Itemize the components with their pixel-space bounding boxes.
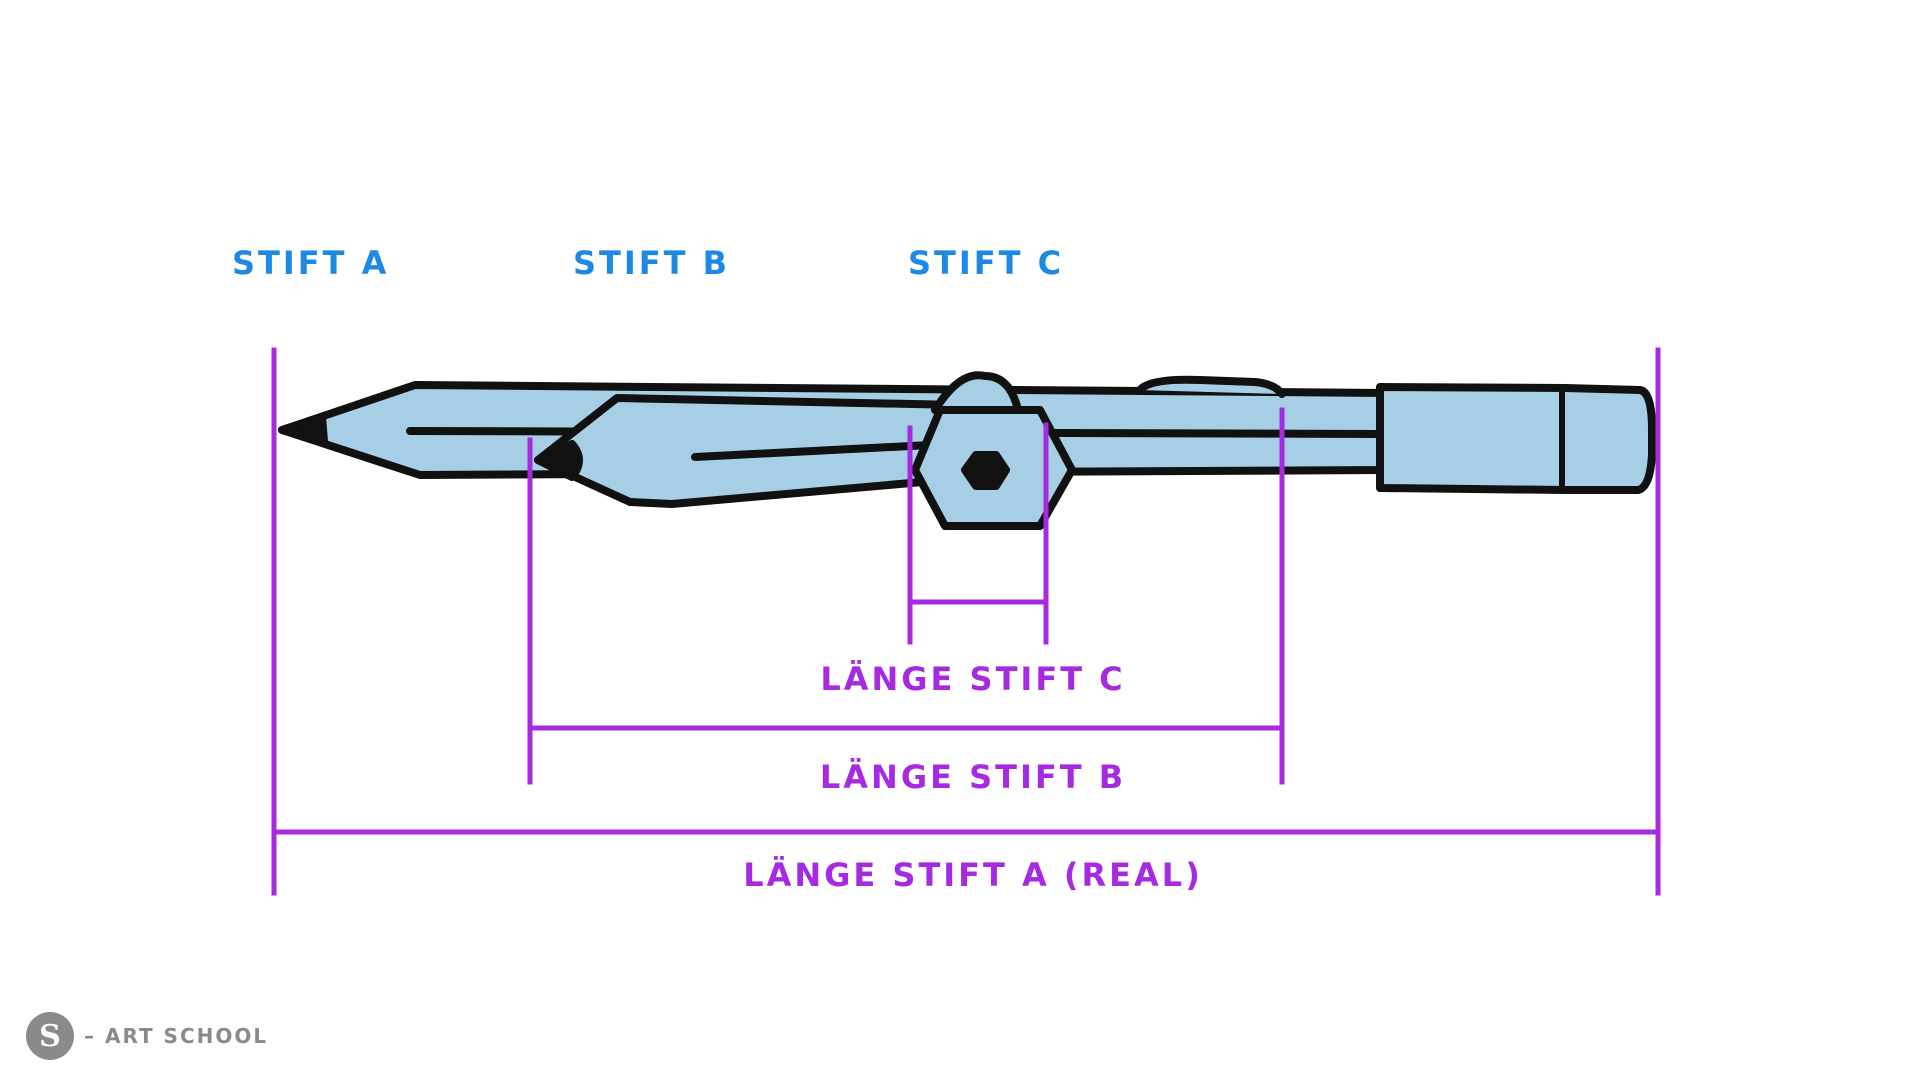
label-length-c: LÄNGE STIFT C: [820, 660, 1126, 698]
label-length-a: LÄNGE STIFT A (REAL): [743, 856, 1203, 894]
label-pencil-c: STIFT C: [908, 244, 1065, 282]
label-pencil-b: STIFT B: [573, 244, 730, 282]
brand-logo: S – ART SCHOOL: [24, 1010, 268, 1062]
logo-name: – ART SCHOOL: [84, 1024, 269, 1048]
label-length-b: LÄNGE STIFT B: [819, 758, 1127, 796]
pencil-b-drawing: [534, 394, 972, 508]
logo-mark-icon: S: [26, 1012, 74, 1060]
logo-letter: S: [39, 1019, 61, 1054]
pencil-c-drawing: [911, 371, 1076, 530]
label-pencil-a: STIFT A: [232, 244, 390, 282]
